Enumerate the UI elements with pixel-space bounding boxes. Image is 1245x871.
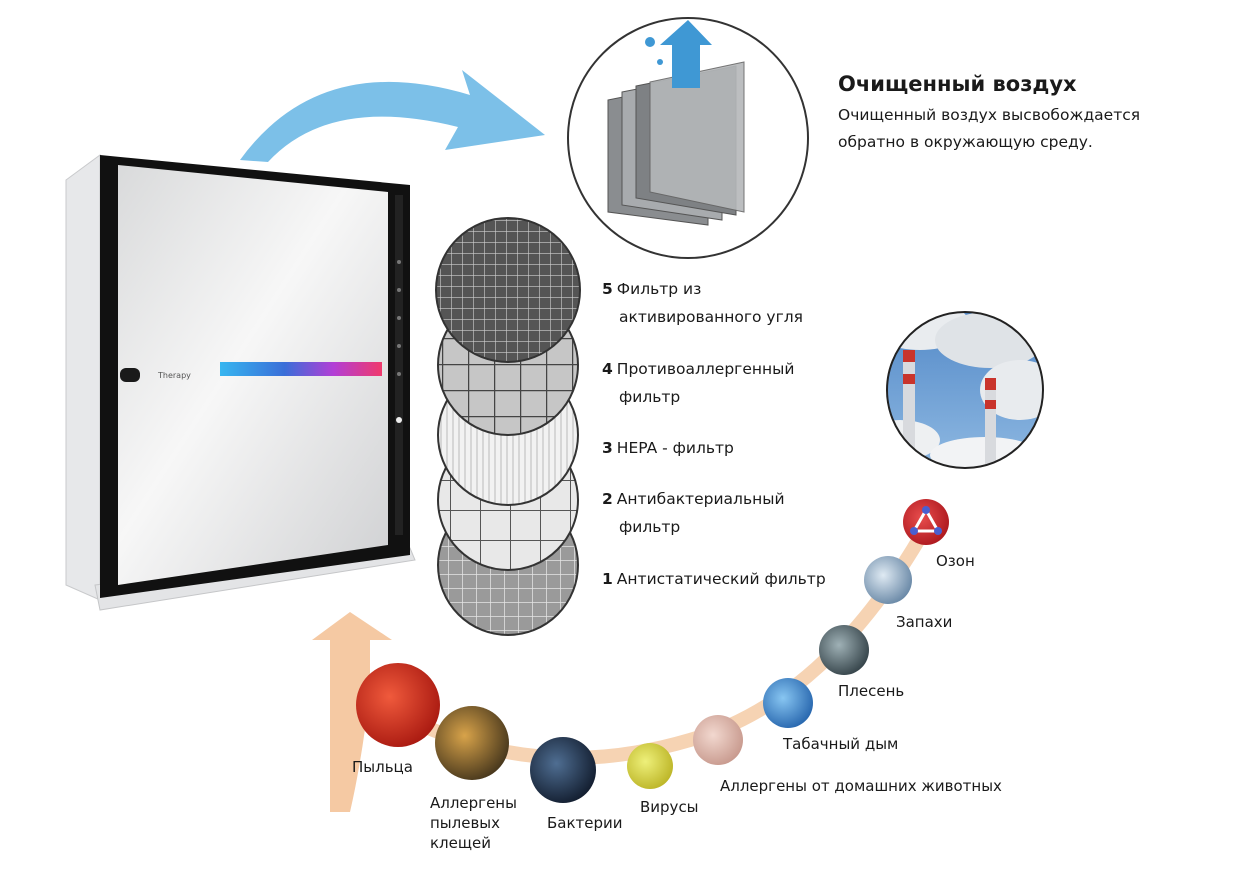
pollutant-label-mold: Плесень [838, 682, 905, 700]
pollutant-label-tobacco-smoke: Табачный дым [783, 735, 899, 753]
pollen-image [356, 663, 440, 747]
tobacco-smoke-image [763, 678, 813, 728]
clean-air-text-block: Очищенный воздух Очищенный воздух высвоб… [838, 72, 1238, 156]
pollutant-label-pollen: Пыльца [352, 758, 413, 776]
device-handle [120, 368, 140, 382]
pollutant-label-viruses: Вирусы [640, 798, 699, 816]
pollutant-label-ozone: Озон [936, 552, 975, 570]
device-brand-logo: Therapy [157, 371, 191, 380]
bacteria-image [530, 737, 596, 803]
rainbow-light-bar [220, 362, 382, 376]
pollutant-label-bacteria: Бактерии [547, 814, 623, 832]
pollutant-intake-arrow [312, 612, 392, 812]
odor-image [864, 556, 912, 604]
virus-image [627, 743, 673, 789]
clean-air-title: Очищенный воздух [838, 72, 1077, 96]
pollutant-label-dust-mites: Аллергены пылевых клещей [430, 794, 517, 852]
intake-to-output-arrow [240, 70, 545, 162]
pollutant-label-odors: Запахи [896, 613, 953, 631]
pollutant-label-pet-allergens: Аллергены от домашних животных [720, 777, 1002, 795]
clean-air-description: Очищенный воздух высвобождается обратно … [838, 106, 1141, 151]
mold-image [819, 625, 869, 675]
control-strip [395, 195, 403, 535]
ozone-molecule-icon [903, 499, 949, 545]
dust-mite-image [435, 706, 509, 780]
pet-allergen-image [693, 715, 743, 765]
filter-disc-5 [435, 217, 581, 363]
